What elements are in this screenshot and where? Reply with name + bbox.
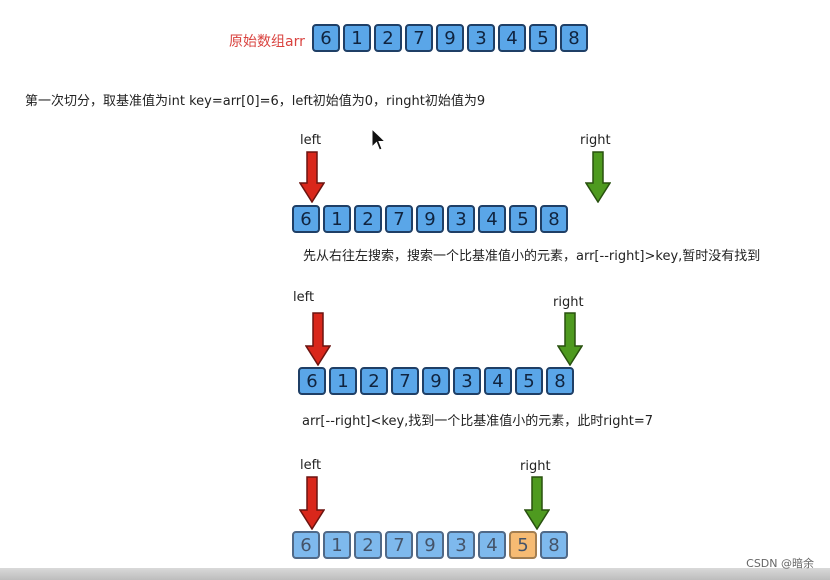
step1-array-cell-1: 1	[323, 205, 351, 233]
original-array-cell-3: 7	[405, 24, 433, 52]
step2-array-cell-0: 6	[298, 367, 326, 395]
step2-caption: arr[--right]<key,找到一个比基准值小的元素，此时right=7	[302, 414, 653, 429]
step1-caption: 先从右往左搜索，搜索一个比基准值小的元素，arr[--right]>key,暂时…	[303, 249, 761, 264]
step3-array-cell-5: 3	[447, 531, 475, 559]
mouse-cursor-icon	[371, 128, 387, 151]
step2-left-label: left	[293, 290, 315, 305]
step1-left-arrow-icon	[299, 151, 325, 203]
step3-right-arrow-icon	[524, 476, 550, 530]
csdn-watermark: CSDN @暗余	[746, 557, 814, 570]
step2-array-cell-6: 4	[484, 367, 512, 395]
step2-array-cell-5: 3	[453, 367, 481, 395]
step3-left-label: left	[300, 458, 322, 473]
step2-array-cell-1: 1	[329, 367, 357, 395]
step1-array-cell-6: 4	[478, 205, 506, 233]
step3-array-cell-8: 8	[540, 531, 568, 559]
step1-right-label: right	[580, 133, 611, 148]
step3-left-arrow-icon	[299, 476, 325, 530]
step2-left-arrow-icon	[305, 312, 331, 366]
step3-array-cell-2: 2	[354, 531, 382, 559]
step1-array-cell-8: 8	[540, 205, 568, 233]
step2-array-cell-3: 7	[391, 367, 419, 395]
original-array-cell-2: 2	[374, 24, 402, 52]
step3-array-cell-7: 5	[509, 531, 537, 559]
step2-array-cell-8: 8	[546, 367, 574, 395]
original-array-cell-4: 9	[436, 24, 464, 52]
step1-left-label: left	[300, 133, 322, 148]
step3-array-cell-4: 9	[416, 531, 444, 559]
step3-right-label: right	[520, 459, 551, 474]
step2-array-cell-7: 5	[515, 367, 543, 395]
step1-array-cell-4: 9	[416, 205, 444, 233]
step3-array-cell-0: 6	[292, 531, 320, 559]
step2-array-cell-4: 9	[422, 367, 450, 395]
original-array-cell-5: 3	[467, 24, 495, 52]
original-array-cell-1: 1	[343, 24, 371, 52]
original-array-cell-8: 8	[560, 24, 588, 52]
step2-right-label: right	[553, 295, 584, 310]
step1-array-cell-5: 3	[447, 205, 475, 233]
original-array-label: 原始数组arr	[229, 34, 305, 50]
step2-array-cell-2: 2	[360, 367, 388, 395]
original-array-cell-7: 5	[529, 24, 557, 52]
step1-array-cell-3: 7	[385, 205, 413, 233]
bottom-bar	[0, 568, 830, 580]
step1-array-cell-2: 2	[354, 205, 382, 233]
step1-array-cell-0: 6	[292, 205, 320, 233]
step1-right-arrow-icon	[585, 151, 611, 203]
original-array-cell-6: 4	[498, 24, 526, 52]
original-array-cell-0: 6	[312, 24, 340, 52]
step3-array-cell-3: 7	[385, 531, 413, 559]
step3-array-cell-1: 1	[323, 531, 351, 559]
step2-right-arrow-icon	[557, 312, 583, 366]
partition-description: 第一次切分，取基准值为int key=arr[0]=6，left初始值为0，ri…	[25, 94, 486, 109]
step3-array-cell-6: 4	[478, 531, 506, 559]
step1-array-cell-7: 5	[509, 205, 537, 233]
